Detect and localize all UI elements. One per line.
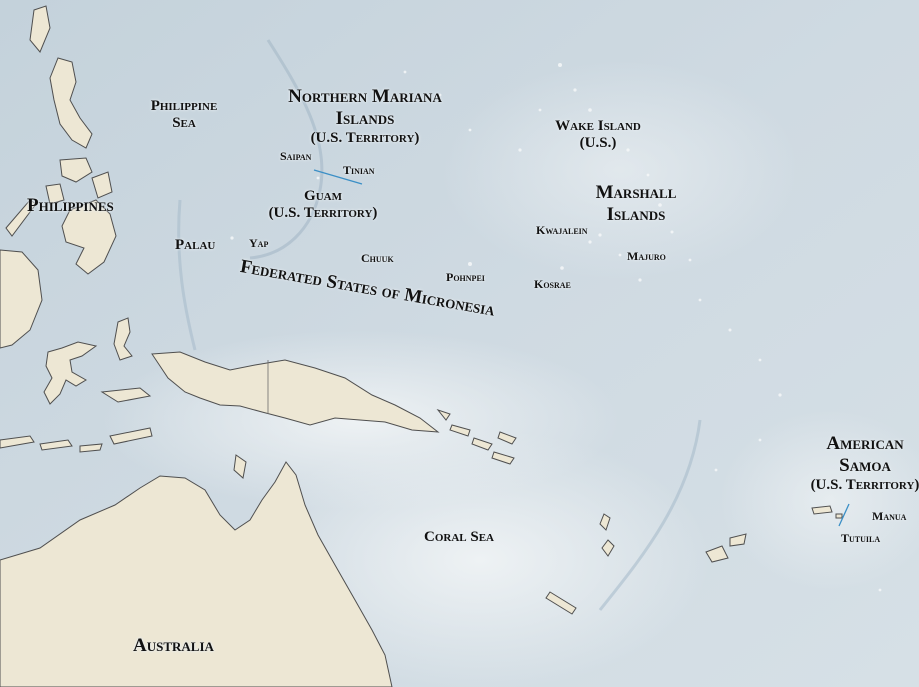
australia-landmass bbox=[0, 461, 393, 687]
northern-mariana-label: Northern Mariana Islands (U.S. Territory… bbox=[250, 86, 480, 147]
new-caledonia bbox=[545, 591, 577, 615]
chuuk-label: Chuuk bbox=[361, 251, 394, 265]
halmahera-landmass bbox=[113, 317, 133, 361]
marshall-islands-line1: Marshall bbox=[595, 182, 677, 203]
guam-label: Guam (U.S. Territory) bbox=[252, 188, 394, 223]
american-samoa-label: American Samoa (U.S. Territory) bbox=[790, 433, 919, 494]
coral-sea-label: Coral Sea bbox=[424, 529, 494, 545]
australia-label: Australia bbox=[133, 635, 214, 656]
visayas-islands bbox=[45, 157, 113, 205]
american-samoa-line3: (U.S. Territory) bbox=[810, 476, 919, 493]
atolls bbox=[230, 63, 882, 592]
mindanao-landmass bbox=[61, 199, 117, 275]
saipan-tinian-pointer bbox=[313, 169, 363, 185]
palawan-landmass bbox=[5, 199, 37, 237]
philippine-sea-line2: Sea bbox=[172, 115, 196, 132]
palau-label: Palau bbox=[175, 237, 216, 253]
mariana-trench bbox=[249, 39, 324, 260]
taiwan-landmass bbox=[29, 5, 51, 53]
vanuatu-islands bbox=[599, 513, 615, 557]
philippines-label: Philippines bbox=[27, 195, 114, 216]
kwajalein-label: Kwajalein bbox=[536, 223, 588, 237]
shelf-north-pacific bbox=[440, 60, 800, 280]
luzon-landmass bbox=[49, 57, 93, 149]
wake-island-line2: (U.S.) bbox=[579, 135, 617, 152]
gulf-detail bbox=[233, 454, 247, 479]
fiji-islands bbox=[705, 533, 747, 563]
philippine-trench bbox=[177, 199, 197, 351]
northern-mariana-line2: Islands bbox=[335, 107, 395, 129]
lesser-sunda-islands bbox=[0, 427, 153, 453]
american-samoa-line1: American bbox=[826, 433, 904, 454]
tonga-trench bbox=[598, 419, 702, 611]
wake-island-label: Wake Island (U.S.) bbox=[538, 118, 658, 153]
northern-mariana-line3: (U.S. Territory) bbox=[310, 129, 420, 146]
saipan-label: Saipan bbox=[280, 149, 312, 163]
northern-mariana-line1: Northern Mariana bbox=[288, 86, 442, 107]
philippine-sea-line1: Philippine bbox=[150, 98, 218, 114]
solomon-islands bbox=[436, 408, 517, 465]
borneo-landmass bbox=[0, 249, 43, 349]
philippine-sea-label: Philippine Sea bbox=[134, 98, 234, 133]
guam-line2: (U.S. Territory) bbox=[268, 205, 378, 222]
sulawesi-landmass bbox=[43, 341, 98, 405]
shelf-samoa bbox=[720, 410, 919, 590]
pohnpei-label: Pohnpei bbox=[446, 270, 485, 284]
majuro-label: Majuro bbox=[627, 249, 666, 263]
yap-label: Yap bbox=[249, 236, 269, 250]
marshall-islands-line2: Islands bbox=[606, 203, 666, 225]
tinian-label: Tinian bbox=[343, 163, 375, 177]
seram-landmass bbox=[100, 387, 152, 403]
manua-label: Manua bbox=[872, 509, 907, 523]
wake-island-line1: Wake Island bbox=[555, 118, 641, 134]
tutuila-label: Tutuila bbox=[841, 531, 881, 545]
american-samoa-line2: Samoa bbox=[839, 454, 891, 476]
kosrae-label: Kosrae bbox=[534, 277, 571, 291]
marshall-islands-label: Marshall Islands bbox=[572, 182, 700, 226]
new-guinea-landmass bbox=[151, 351, 440, 433]
guam-line1: Guam bbox=[304, 188, 342, 204]
manua-tutuila-pointer bbox=[838, 503, 850, 527]
